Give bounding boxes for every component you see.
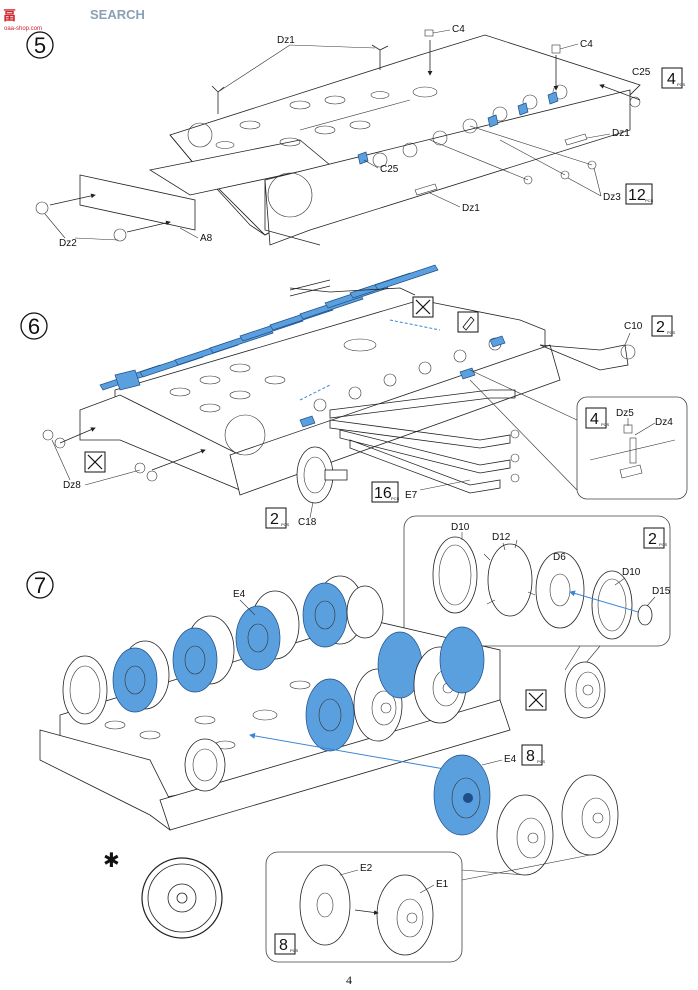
label-dz1-right: Dz1 (612, 128, 630, 139)
step-number-circle (20, 312, 48, 340)
label-e4-top: E4 (233, 589, 246, 600)
svg-text:2: 2 (656, 319, 665, 336)
quantity-badge-4: 4 PCS (585, 407, 610, 429)
sprocket-assembled (564, 661, 606, 719)
quantity-badge-2: 2 PCS (651, 315, 676, 337)
label-dz4: Dz4 (655, 417, 673, 428)
idler-arm (539, 344, 629, 371)
step-5: 5 (26, 24, 686, 249)
svg-text:2: 2 (648, 531, 657, 548)
watermark-url: oaa-shop.com (4, 26, 42, 32)
step-6: 6 (20, 264, 688, 529)
label-d12: D12 (492, 532, 511, 543)
label-a8: A8 (200, 233, 213, 244)
page-number: 4 (346, 973, 352, 987)
wheel-detail: ✱ (103, 848, 223, 939)
svg-text:PCS: PCS (667, 330, 676, 335)
svg-text:4: 4 (590, 411, 599, 428)
label-c18: C18 (298, 517, 317, 528)
svg-text:12: 12 (628, 187, 646, 204)
svg-text:PCS: PCS (659, 542, 668, 547)
step-number-circle (26, 31, 54, 59)
asterisk-icon: ✱ (103, 848, 120, 872)
svg-text:2: 2 (270, 511, 279, 528)
label-d15: D15 (652, 586, 671, 597)
quantity-badge-2: 2 PCS (643, 527, 668, 549)
watermark-brand-cn: 畐 (3, 8, 16, 23)
no-glue-icon (84, 451, 106, 473)
tow-hooks (42, 427, 206, 482)
final-drive-blue (114, 369, 141, 391)
wheel-e4-loose (433, 754, 491, 836)
no-glue-icon (412, 296, 434, 318)
highlight-parts-step-5 (357, 91, 559, 165)
svg-text:PCS: PCS (645, 198, 654, 203)
label-d10-left: D10 (451, 522, 470, 533)
label-dz1-bottom: Dz1 (462, 203, 480, 214)
watermark-brand: SEARCH (90, 7, 145, 22)
swing-arms (289, 287, 636, 494)
label-dz3: Dz3 (603, 192, 621, 203)
label-d6: D6 (553, 552, 566, 563)
svg-text:8: 8 (526, 748, 535, 765)
quantity-badge-12: 12 PCS (625, 183, 654, 205)
label-dz2: Dz2 (59, 238, 77, 249)
inset-wheel-e1-e2 (265, 851, 591, 963)
label-e2: E2 (360, 863, 373, 874)
label-c10: C10 (624, 321, 643, 332)
leaders-step-5 (49, 40, 641, 233)
hull-step-5 (79, 34, 641, 246)
small-parts-step-5 (35, 29, 641, 242)
quantity-badge-2: 2 PCS (265, 507, 290, 529)
road-wheels-back-row (112, 575, 384, 713)
svg-text:16: 16 (374, 485, 392, 502)
svg-text:4: 4 (667, 71, 676, 88)
step-number: 7 (34, 573, 46, 598)
road-wheels-front-row (305, 626, 485, 752)
label-c4-right: C4 (580, 39, 593, 50)
final-drive-c18 (296, 446, 348, 504)
label-c4-left: C4 (452, 24, 465, 35)
label-c25-mid: C25 (380, 164, 399, 175)
label-e4-loose: E4 (504, 754, 517, 765)
svg-text:PCS: PCS (537, 759, 546, 764)
svg-text:PCS: PCS (290, 948, 299, 953)
label-dz1-top: Dz1 (277, 35, 295, 46)
quantity-badge-8: 8 PCS (521, 744, 546, 766)
watermark: 畐 SEARCH oaa-shop.com (0, 0, 160, 32)
svg-text:PCS: PCS (281, 522, 290, 527)
no-glue-icon (525, 689, 547, 711)
quantity-badge-8: 8 PCS (274, 933, 299, 955)
inset-sprocket (403, 515, 671, 671)
step-number: 5 (34, 33, 46, 58)
svg-text:8: 8 (279, 937, 288, 954)
svg-text:PCS: PCS (391, 496, 400, 501)
label-c25-right: C25 (632, 67, 651, 78)
label-dz8: Dz8 (63, 480, 81, 491)
label-e1: E1 (436, 879, 449, 890)
label-d10-right: D10 (622, 567, 641, 578)
step-number: 6 (28, 314, 40, 339)
quantity-badge-4: 4 PCS (661, 67, 686, 89)
quantity-badge-16: 16 PCS (371, 481, 400, 503)
glue-icon (457, 311, 479, 333)
step-7: 7 (26, 515, 671, 963)
wheel-loose-2 (561, 774, 619, 856)
rear-plate (79, 174, 196, 231)
svg-text:PCS: PCS (677, 82, 686, 87)
label-e7: E7 (405, 490, 418, 501)
step-number-circle (26, 571, 54, 599)
label-dz5: Dz5 (616, 408, 634, 419)
torsion-bars-blue (99, 264, 439, 391)
svg-text:PCS: PCS (601, 422, 610, 427)
wheel-loose-1 (496, 794, 554, 876)
